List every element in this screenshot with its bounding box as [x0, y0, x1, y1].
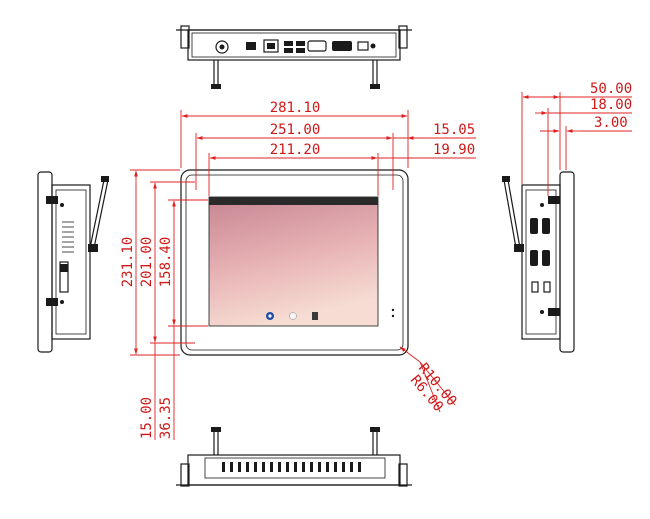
overall-width-label: 281.10: [270, 100, 321, 116]
screen-height-label: 158.40: [158, 237, 174, 288]
side-dimensions: 50.00 18.00 3.00: [521, 81, 632, 196]
front-bezel: [185, 174, 404, 351]
right-side-view: [502, 171, 575, 353]
screen-bottom-margin-label: 36.35: [158, 397, 174, 439]
top-view: [176, 25, 412, 89]
bottom-view: [176, 427, 412, 487]
screen-status-bar: [209, 197, 378, 205]
radius-callouts: R10.00 R6.00: [399, 346, 460, 415]
app-icon: [289, 312, 297, 320]
network-port-icon: [263, 39, 279, 53]
side-margin-label: 15.05: [433, 122, 475, 138]
front-view: [180, 169, 409, 356]
cutout-height-label: 201.00: [139, 237, 155, 288]
depth-label: 50.00: [590, 81, 632, 97]
bracket-offset-label: 18.00: [590, 97, 632, 113]
screen-width-label: 211.20: [270, 142, 321, 158]
screen-margin-label: 19.90: [433, 142, 475, 158]
right-side-bezel: [559, 171, 575, 353]
overall-height-label: 231.10: [120, 237, 136, 288]
usb-port-icon: [531, 281, 539, 293]
serial-port-icon: [530, 218, 538, 234]
usb-port-icon: [246, 42, 256, 50]
vent-slots: [222, 462, 361, 472]
power-button-icon: [215, 40, 229, 54]
wifi-antenna-icon: [507, 179, 521, 249]
front-horizontal-dimensions: 281.10 251.00 211.20 15.05 19.90: [180, 100, 476, 196]
front-outer-frame: [180, 169, 409, 356]
app-icon: [312, 312, 318, 320]
left-side-view: [37, 171, 109, 353]
bezel-depth-label: 3.00: [594, 115, 628, 131]
bottom-margin-label: 15.00: [139, 397, 155, 439]
front-vertical-dimensions: 231.10 201.00 158.40 15.00 36.35: [120, 169, 208, 440]
wifi-antenna-icon: [89, 179, 105, 249]
right-side-body: [521, 184, 561, 340]
left-side-body: [51, 184, 91, 340]
serial-port-icon: [307, 40, 327, 52]
display-screen: [208, 196, 379, 327]
cutout-width-label: 251.00: [270, 122, 321, 138]
